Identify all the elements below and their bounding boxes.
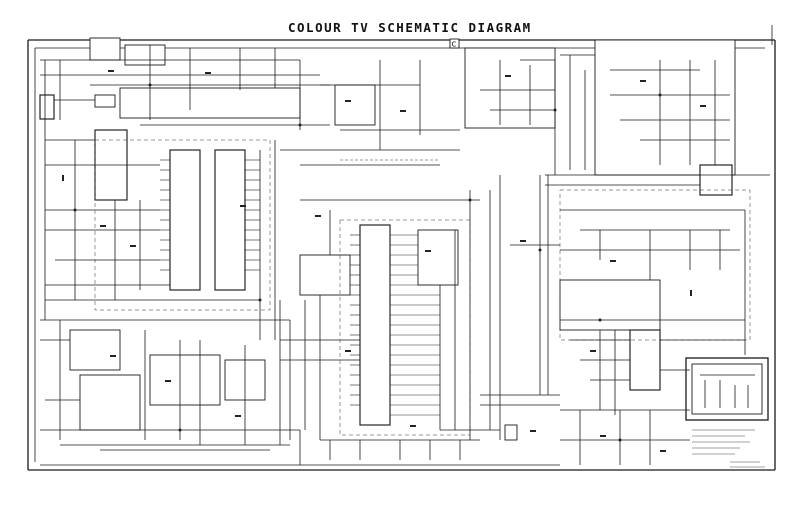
title-marker-box: C: [449, 38, 460, 49]
audio-section: [280, 60, 460, 166]
title-marker-label: C: [452, 41, 457, 49]
video-chroma-ic: [44, 60, 276, 340]
legend-inset: [685, 357, 769, 468]
component-symbols: [62, 70, 706, 452]
tuner-section: [39, 37, 330, 130]
power-supply-section: [40, 300, 560, 466]
main-processor-ic: [280, 190, 500, 440]
bottom-connectors: [320, 439, 480, 460]
deflection-section: [464, 39, 736, 196]
signal-bus: [480, 174, 770, 440]
module-outlines: [94, 139, 751, 436]
diagram-title: COLOUR TV SCHEMATIC DIAGRAM: [288, 20, 532, 35]
